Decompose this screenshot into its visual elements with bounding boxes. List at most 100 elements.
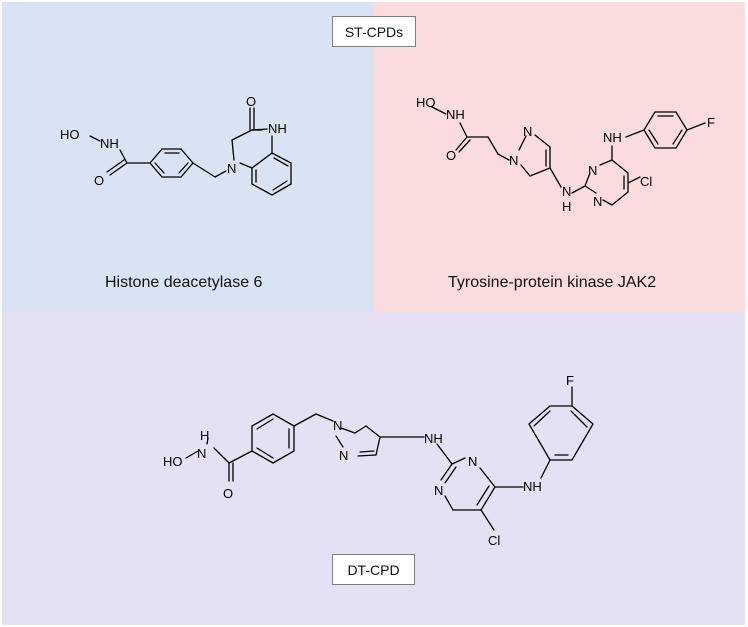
bond [180,162,194,178]
bond [149,162,163,178]
atom-n: N [197,446,206,461]
atom-h: H [200,428,209,443]
bond [119,149,128,164]
atom-ho: HO [60,127,80,142]
bond [599,159,613,166]
atom-nh: NH [446,107,465,122]
bond [154,162,165,174]
bond [675,129,688,149]
atom-ho: HO [416,95,436,110]
bond [444,466,457,484]
bond [214,170,227,178]
bond [228,450,253,464]
bond [272,450,295,464]
bond [529,167,551,177]
bond [251,413,274,427]
bond [436,443,453,465]
atom-n: N [593,194,602,209]
jak2-panel [373,2,745,311]
bond [359,450,375,453]
bond [256,418,274,430]
atom-nh: NH [268,121,287,136]
bond [686,122,706,131]
bond [251,128,268,131]
bond [476,485,490,506]
bond [354,425,367,434]
bond [431,106,447,115]
bond [540,459,551,479]
atom-o: O [446,148,456,163]
dt-cpd-label: DT-CPD [347,561,400,578]
bond [627,176,641,184]
bond [109,162,128,176]
atom-n: N [588,163,597,178]
bond [293,413,317,427]
atom-n: N [434,483,443,498]
atom-n: N [333,418,342,433]
bond [648,129,659,145]
bond [106,159,125,173]
atom-f: F [707,115,715,130]
bond [520,164,531,177]
bond [487,136,499,155]
bond [602,199,613,206]
bond [192,162,216,178]
bond [480,509,495,531]
bond [571,185,586,194]
atom-cl: Cl [488,533,500,548]
atom-n: N [339,448,348,463]
bond [672,129,683,145]
bond [643,129,656,149]
bond [611,159,629,174]
bond [239,162,253,169]
hdac6-target-label: Histone deacetylase 6 [105,274,263,291]
bond [231,129,253,141]
atom-n: N [509,153,518,168]
atom-o: O [246,94,256,109]
atom-ho: HO [163,454,183,469]
st-cpds-label-box: ST-CPDs [332,16,416,47]
bond [340,427,356,434]
bond [533,410,551,427]
atom-o: O [223,486,233,501]
bond [534,134,551,148]
bond [571,423,594,461]
bond [89,135,101,142]
bond [271,152,292,164]
bond [180,148,194,164]
bond [365,425,381,438]
bond [375,436,381,456]
bond [251,152,273,169]
bond [357,454,377,457]
bond [584,172,591,187]
bond [518,135,527,151]
bond [231,139,235,161]
bond [458,139,471,153]
bond [440,463,453,481]
bond [571,405,594,425]
bond [335,435,344,448]
bond [549,167,562,188]
atom-nh: NH [603,130,622,145]
atom-nh: NH [523,479,542,494]
atom-o: O [94,173,104,188]
bond [528,423,551,461]
bond [625,129,645,138]
bond [273,157,289,167]
atom-cl: Cl [640,174,652,189]
bond [444,495,454,511]
bond [570,410,588,428]
bond [528,405,551,425]
atom-n: N [562,184,571,199]
bond [480,486,496,511]
bond [675,111,688,131]
bond [643,111,656,131]
bond [459,122,468,138]
bond [451,457,466,465]
bond [611,191,629,206]
bond [272,413,295,427]
bond [256,447,274,459]
bond [251,183,273,196]
